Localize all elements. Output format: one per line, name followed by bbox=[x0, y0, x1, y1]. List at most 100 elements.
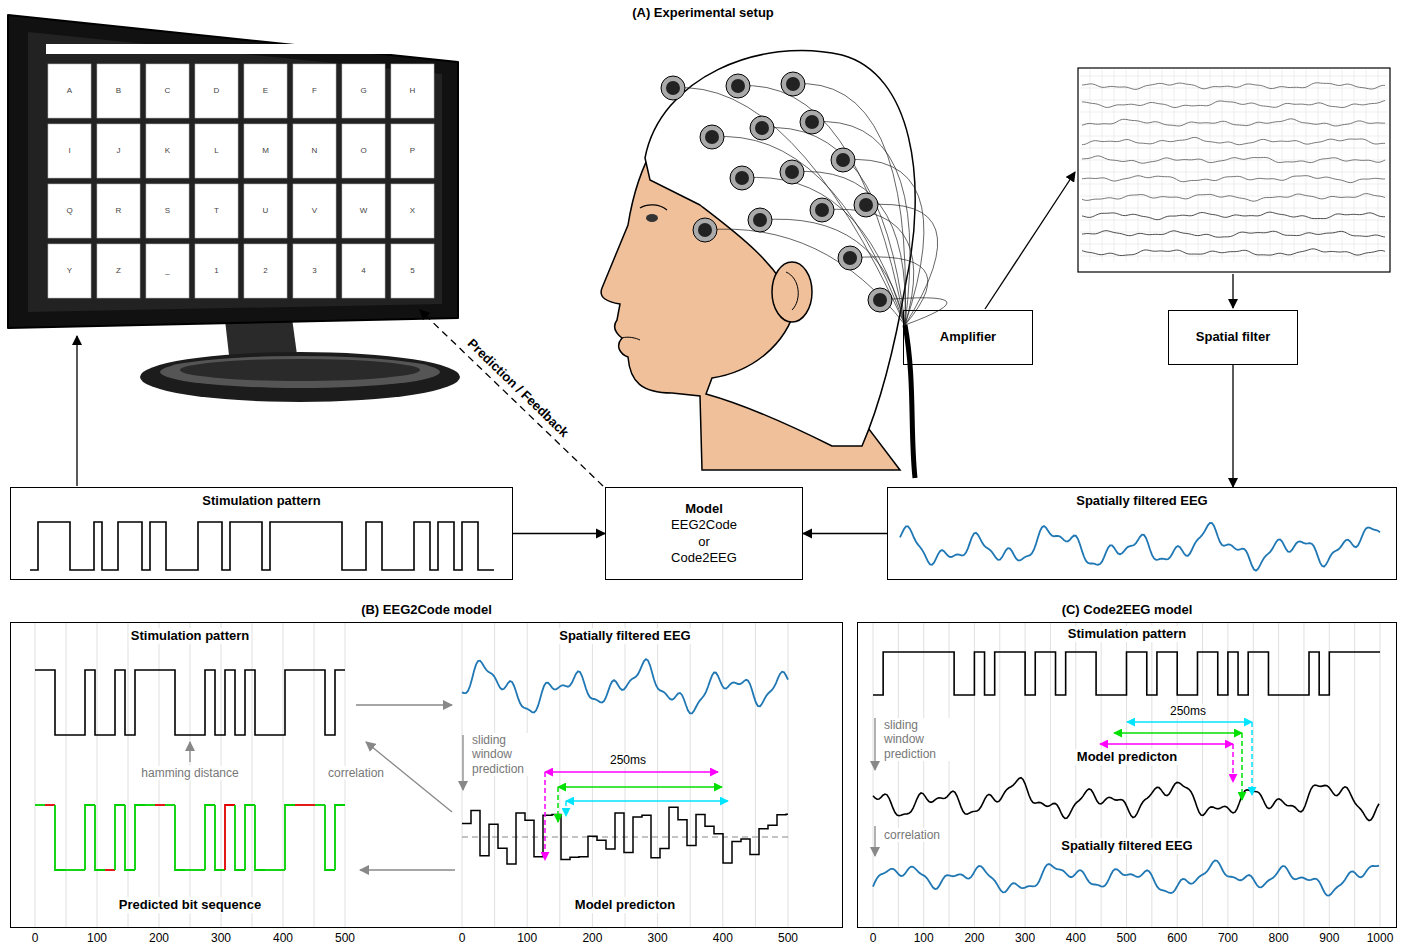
axis-tick: 900 bbox=[1317, 931, 1341, 945]
screen-tile bbox=[195, 244, 238, 298]
plot-title: Model predicton bbox=[573, 897, 677, 913]
predicted-bit bbox=[115, 805, 125, 870]
stimulation-wave bbox=[30, 522, 494, 570]
grid-line bbox=[462, 623, 463, 927]
screen-letter: N bbox=[310, 146, 320, 156]
screen-tile bbox=[97, 124, 140, 178]
screen-letter: W bbox=[358, 206, 370, 216]
screen-letter: C bbox=[163, 86, 173, 96]
screen-tile bbox=[342, 64, 385, 118]
predicted-bit bbox=[75, 869, 85, 871]
screen-tile bbox=[48, 244, 91, 298]
grid-line bbox=[283, 623, 284, 927]
axis-tick: 400 bbox=[271, 931, 295, 945]
axis-tick: 300 bbox=[646, 931, 670, 945]
grid-line bbox=[1380, 623, 1381, 927]
eeg-signal bbox=[900, 523, 1380, 571]
predicted-bit bbox=[155, 804, 165, 806]
eeg-signal bbox=[462, 659, 788, 713]
predicted-bit bbox=[295, 804, 305, 806]
box-title: Spatially filtered EEG bbox=[1076, 493, 1208, 509]
screen-tile bbox=[97, 184, 140, 238]
axis-tick: 100 bbox=[85, 931, 109, 945]
predicted-bit bbox=[45, 804, 55, 806]
predicted-bit bbox=[285, 805, 295, 870]
screen-tile bbox=[391, 64, 434, 118]
predicted-bit bbox=[125, 805, 135, 870]
screen-letter: Z bbox=[114, 266, 123, 276]
predicted-bit bbox=[305, 804, 315, 806]
arrow-label: correlation bbox=[882, 828, 942, 842]
predicted-bit bbox=[135, 805, 145, 870]
grid-line bbox=[97, 623, 98, 927]
grid-line bbox=[1303, 623, 1304, 927]
screen-tile bbox=[48, 124, 91, 178]
flow-arrow bbox=[1232, 365, 1233, 487]
plot-title: Spatially filtered EEG bbox=[557, 628, 693, 644]
predicted-bit bbox=[145, 804, 155, 806]
predicted-bit bbox=[315, 804, 325, 806]
screen-letter: O bbox=[358, 146, 368, 156]
grid-line bbox=[1278, 623, 1279, 927]
box-title: (C) Code2EEG model bbox=[1062, 602, 1193, 618]
screen-tile bbox=[342, 244, 385, 298]
predicted-bit bbox=[235, 805, 245, 870]
screen-tile bbox=[48, 184, 91, 238]
panel-b-arrows bbox=[190, 705, 875, 870]
grid-line bbox=[657, 623, 658, 927]
stimulation-wave bbox=[873, 652, 1380, 695]
screen-tile bbox=[146, 64, 189, 118]
screen-tile bbox=[146, 244, 189, 298]
box-body: EEG2Code or Code2EEG bbox=[668, 517, 740, 566]
axis-tick: 0 bbox=[30, 931, 41, 945]
grid-line bbox=[755, 623, 756, 927]
axis-tick: 600 bbox=[1165, 931, 1189, 945]
predicted-bit bbox=[225, 805, 235, 870]
grid-line bbox=[923, 623, 924, 927]
predicted-bit bbox=[195, 869, 205, 871]
pattern-to-monitor-arrow bbox=[76, 336, 77, 486]
delay-label: 250ms bbox=[1168, 704, 1208, 718]
pattern-box: Stimulation pattern bbox=[10, 487, 513, 580]
grid-line bbox=[999, 623, 1000, 927]
screen-letter: G bbox=[358, 86, 368, 96]
grid-line bbox=[722, 623, 723, 927]
screen-letter: V bbox=[310, 206, 319, 216]
filter-box: Spatial filter bbox=[1168, 310, 1298, 365]
screen-tile bbox=[293, 124, 336, 178]
box-title: (B) EEG2Code model bbox=[361, 602, 492, 618]
grid-line bbox=[314, 623, 315, 927]
screen-tile bbox=[293, 244, 336, 298]
screen-tile bbox=[195, 184, 238, 238]
predicted-bit bbox=[165, 804, 175, 806]
grid-line bbox=[1151, 623, 1152, 927]
monitor bbox=[8, 15, 460, 402]
axis-tick: 0 bbox=[457, 931, 468, 945]
screen-letter: U bbox=[261, 206, 271, 216]
screen-tile bbox=[146, 184, 189, 238]
panel-frame: (B) EEG2Code model bbox=[10, 622, 843, 928]
predicted-bit bbox=[325, 805, 335, 870]
screen-letter: P bbox=[408, 146, 417, 156]
screen-letter: J bbox=[115, 146, 123, 156]
grid-line bbox=[66, 623, 67, 927]
box-title: Amplifier bbox=[940, 329, 996, 345]
predicted-bit bbox=[275, 869, 285, 871]
screen-letter: I bbox=[66, 146, 72, 156]
grid-line bbox=[1050, 623, 1051, 927]
axis-tick: 1000 bbox=[1365, 931, 1396, 945]
screen-tile bbox=[195, 64, 238, 118]
axis-tick: 0 bbox=[868, 931, 879, 945]
axis-tick: 100 bbox=[515, 931, 539, 945]
amplifier-box: Amplifier bbox=[903, 310, 1033, 365]
screen-letter: R bbox=[114, 206, 124, 216]
plot-title: Predicted bit sequence bbox=[117, 897, 263, 913]
screen-letter: B bbox=[114, 86, 123, 96]
screen-letter: F bbox=[310, 86, 319, 96]
screen-tile bbox=[391, 184, 434, 238]
grid-line bbox=[1354, 623, 1355, 927]
predicted-bit bbox=[95, 805, 105, 870]
predicted-bit bbox=[255, 805, 265, 870]
screen-letter: Y bbox=[65, 266, 74, 276]
